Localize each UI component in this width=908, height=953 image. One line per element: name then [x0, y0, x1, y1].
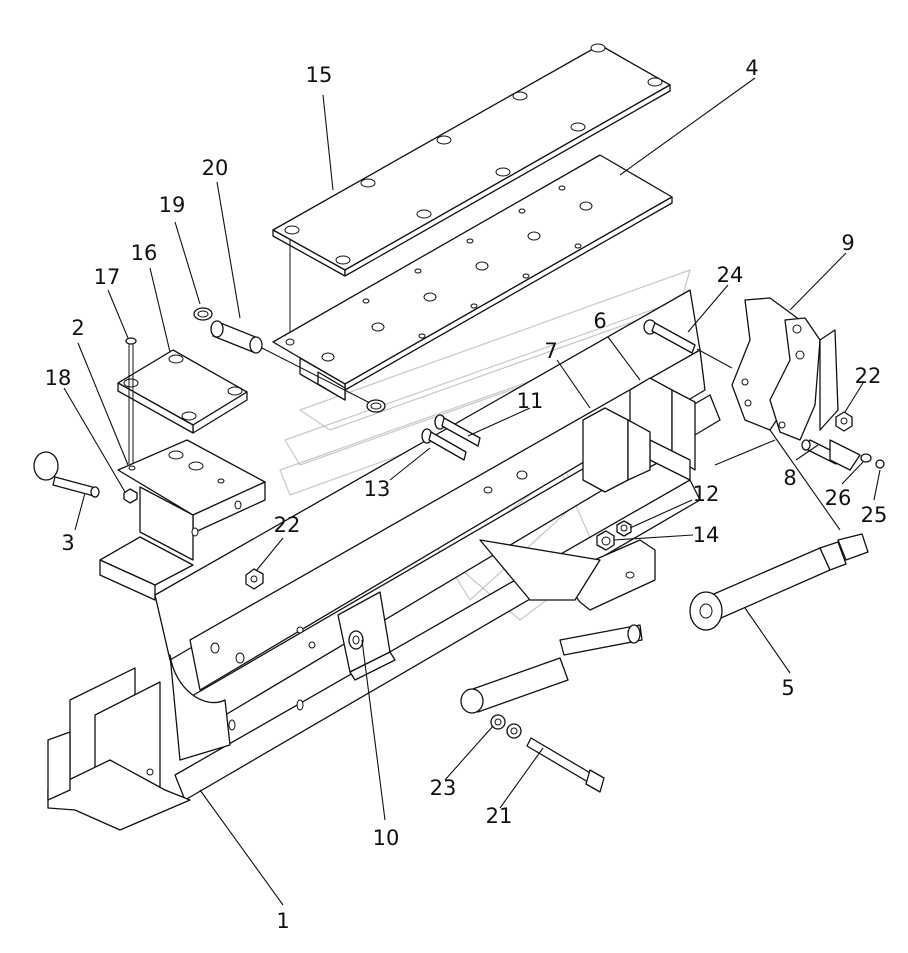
part-14-nut [596, 530, 615, 551]
callout-13: 13 [364, 477, 391, 501]
part-24-bolt [643, 319, 733, 369]
part-11-bolt [434, 414, 481, 447]
part-20-pin [210, 320, 373, 405]
part-19-circlip [193, 307, 386, 413]
part-23-washers [490, 714, 522, 739]
callout-23: 23 [430, 776, 457, 800]
part-7-block [582, 407, 651, 493]
part-2-bracket-block [99, 439, 266, 601]
part-mounting-tab [479, 539, 656, 611]
callout-24: 24 [717, 263, 744, 287]
callout-22-right: 22 [855, 364, 882, 388]
part-10-mount-bracket [337, 591, 396, 681]
part-3-lock-pin [33, 451, 100, 498]
part-8-pin [801, 439, 861, 471]
callout-labels: 1 2 3 4 5 6 7 8 9 10 11 12 13 14 15 16 1… [45, 56, 888, 933]
callout-26: 26 [825, 486, 852, 510]
callout-18: 18 [45, 366, 72, 390]
part-25-screw [875, 459, 885, 469]
part-4-lower-plate [272, 154, 673, 401]
leader-lines [63, 77, 881, 906]
callout-20: 20 [202, 156, 229, 180]
callout-12: 12 [693, 482, 720, 506]
callout-10: 10 [373, 826, 400, 850]
callout-1: 1 [276, 909, 289, 933]
part-15-top-plate [272, 43, 671, 342]
part-16-bracket-plate [117, 349, 248, 434]
callout-2: 2 [71, 316, 84, 340]
part-21-bolt [526, 737, 605, 793]
callout-21: 21 [486, 804, 513, 828]
callout-8: 8 [783, 466, 796, 490]
callout-11: 11 [517, 389, 544, 413]
part-17-screw [125, 337, 137, 464]
callout-6: 6 [593, 309, 606, 333]
callout-14: 14 [693, 523, 720, 547]
part-9-hinge-bracket [731, 297, 839, 441]
part-12-nut [616, 520, 632, 537]
callout-22-left: 22 [274, 513, 301, 537]
callout-4: 4 [745, 56, 758, 80]
part-5-cylinder [460, 533, 869, 714]
part-18-nut [123, 488, 138, 504]
callout-15: 15 [306, 63, 333, 87]
part-26-washer [860, 453, 872, 463]
callout-9: 9 [841, 231, 854, 255]
part-22-nut-left [245, 568, 264, 590]
part-13-bolt [421, 428, 467, 461]
callout-3: 3 [61, 531, 74, 555]
part-22-nut-right [835, 411, 853, 432]
callout-17: 17 [94, 265, 121, 289]
callout-5: 5 [781, 676, 794, 700]
callout-25: 25 [861, 503, 888, 527]
callout-19: 19 [159, 193, 186, 217]
callout-16: 16 [131, 241, 158, 265]
callout-7: 7 [544, 339, 557, 363]
